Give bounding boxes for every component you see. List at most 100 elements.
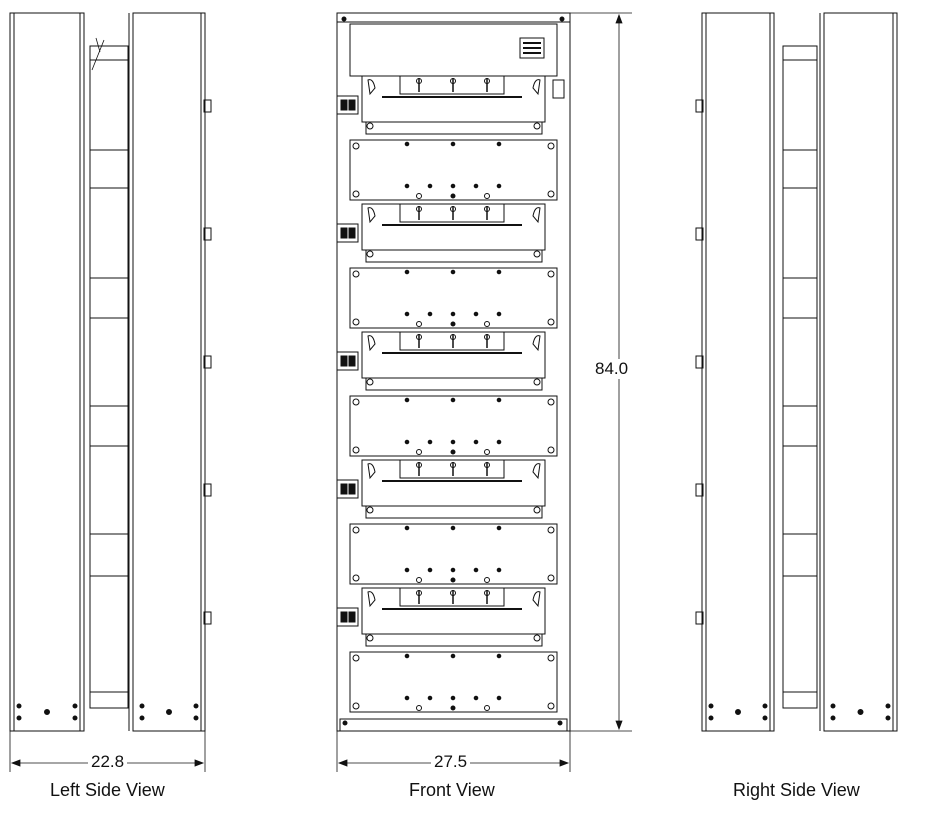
panel-bolt [830, 715, 836, 721]
side-latch [203, 355, 212, 369]
panel-rivet [496, 695, 502, 701]
busbar-window [399, 587, 505, 607]
panel-screw [484, 577, 490, 583]
rail-bolt [366, 250, 374, 258]
panel-screw [416, 321, 422, 327]
module-rail [365, 377, 543, 391]
rail-bolt [533, 506, 541, 514]
side-breaker-handle [348, 227, 356, 239]
bracket [532, 207, 541, 224]
side-breaker-handle [348, 99, 356, 111]
rail-bolt [366, 634, 374, 642]
side-breaker-handle [348, 483, 356, 495]
panel-bolt [193, 715, 199, 721]
panel-rivet [450, 269, 456, 275]
left-width-label: 22.8 [88, 752, 128, 772]
panel-rivet [450, 193, 456, 199]
panel-bolt [857, 709, 864, 715]
panel-bolt [352, 318, 360, 326]
panel-bolt [352, 270, 360, 278]
panel-screw [416, 577, 422, 583]
panel-rivet [427, 439, 433, 445]
panel-bolt [352, 446, 360, 454]
panel-bolt [547, 702, 555, 710]
panel-bolt [830, 703, 836, 709]
panel-rivet [404, 397, 410, 403]
module-rail [365, 121, 543, 135]
left-side-front-panel [9, 12, 85, 732]
panel-rivet [473, 567, 479, 573]
bracket [367, 591, 376, 608]
terminal-head [416, 206, 422, 212]
module-panel [349, 395, 558, 457]
side-breaker [336, 351, 359, 371]
busbar-window [399, 203, 505, 223]
front-width-label: 27.5 [431, 752, 471, 772]
front-top-panel [349, 23, 558, 77]
module-rail [365, 633, 543, 647]
right-side-front-panel [701, 12, 775, 732]
rail-bolt [533, 122, 541, 130]
side-breaker-handle [340, 227, 348, 239]
panel-bolt [352, 190, 360, 198]
panel-bolt [547, 318, 555, 326]
module-panel [349, 523, 558, 585]
front-top-cap [336, 12, 571, 23]
panel-screw [484, 193, 490, 199]
front-view [336, 12, 571, 732]
panel-bolt [139, 715, 145, 721]
terminal-head [484, 78, 490, 84]
side-breaker [336, 607, 359, 627]
panel-bolt [166, 709, 172, 715]
rail-bolt [366, 122, 374, 130]
rail-bolt [533, 634, 541, 642]
side-latch [695, 483, 704, 497]
right-side-view [695, 12, 898, 732]
panel-screw [484, 321, 490, 327]
panel-rivet [450, 439, 456, 445]
panel-rivet [427, 311, 433, 317]
busbar-window [399, 331, 505, 351]
panel-rivet [496, 311, 502, 317]
panel-rivet [450, 397, 456, 403]
panel-rivet [496, 525, 502, 531]
front-cabinet-outline [336, 12, 571, 732]
busbar-window [399, 459, 505, 479]
side-latch [203, 611, 212, 625]
panel-screw [416, 705, 422, 711]
dimension-lines [9, 12, 632, 772]
panel-bolt [547, 142, 555, 150]
side-breaker-handle [340, 355, 348, 367]
bracket [367, 207, 376, 224]
rail-bolt [533, 378, 541, 386]
panel-rivet [450, 321, 456, 327]
terminal-head [416, 462, 422, 468]
side-breaker-handle [340, 99, 348, 111]
front-module [336, 331, 558, 457]
bracket [532, 335, 541, 352]
terminal-head [484, 590, 490, 596]
panel-bolt [72, 715, 78, 721]
panel-bolt [16, 703, 22, 709]
bracket [367, 79, 376, 96]
panel-rivet [496, 141, 502, 147]
side-breaker [336, 95, 359, 115]
front-label-plate [519, 37, 545, 59]
module-panel [349, 267, 558, 329]
panel-bolt [735, 709, 741, 715]
rail-bolt [366, 378, 374, 386]
front-module [336, 203, 558, 329]
panel-bolt [352, 142, 360, 150]
panel-rivet [450, 577, 456, 583]
panel-rivet [404, 311, 410, 317]
module-rail [365, 505, 543, 519]
terminal-head [484, 462, 490, 468]
panel-rivet [450, 141, 456, 147]
panel-bolt [352, 526, 360, 534]
panel-rivet [450, 525, 456, 531]
side-latch [203, 483, 212, 497]
panel-bolt [547, 190, 555, 198]
bracket [532, 591, 541, 608]
terminal-head [416, 590, 422, 596]
